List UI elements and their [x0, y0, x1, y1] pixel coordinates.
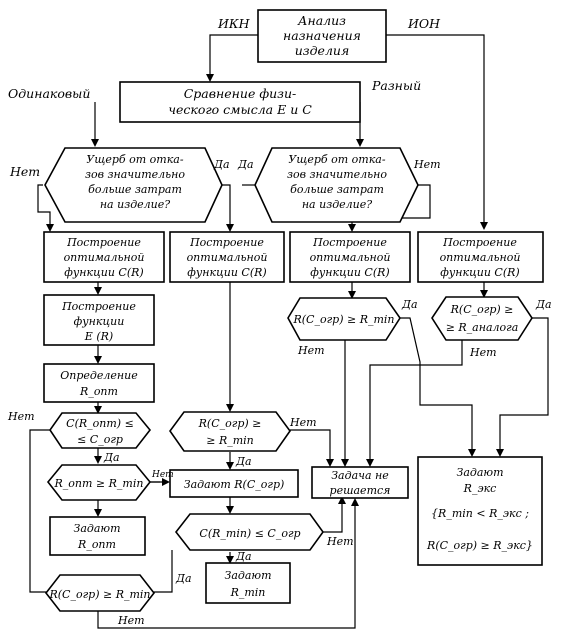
node-text: функции C(R): [440, 266, 519, 279]
label-yes: Да: [237, 158, 254, 171]
node-text: R(C_огр) ≥ R_min: [292, 313, 394, 326]
node-text: Определение: [60, 369, 138, 382]
node-text: изделия: [295, 43, 349, 58]
connectors: [29, 34, 549, 629]
node-text: Построение: [442, 236, 517, 249]
node-text: на изделие?: [100, 198, 170, 211]
label-no: Нет: [326, 535, 354, 548]
node-text: на изделие?: [302, 198, 372, 211]
label-different: Разный: [371, 78, 421, 93]
node-text: оптимальной: [310, 251, 391, 264]
node-build-c2: Построение оптимальной функции C(R): [169, 231, 285, 283]
node-text: R(C_огр) ≥ R_min: [48, 588, 150, 601]
node-text: функции C(R): [64, 266, 143, 279]
node-text: R(C_огр) ≥: [198, 417, 262, 430]
node-text: Построение: [189, 236, 264, 249]
node-text: ≥ R_аналога: [446, 321, 519, 334]
node-text: ческого смысла E и C: [168, 102, 312, 117]
label-same: Одинаковый: [8, 86, 90, 101]
label-no: Нет: [413, 158, 441, 171]
node-set-rcogr: Задают R(C_огр): [169, 469, 299, 498]
node-damage-right: Ущерб от отка- зов значительно больше за…: [254, 147, 419, 223]
node-text: E (R): [84, 330, 113, 343]
node-text: R_опт ≥ R_min: [54, 477, 144, 490]
node-cond-r4: R(C_огр) ≥ ≥ R_аналога: [431, 296, 533, 341]
node-text: зов значительно: [85, 168, 185, 181]
node-text: {R_min < R_экс ;: [431, 507, 529, 520]
node-build-e: Построение функции E (R): [43, 294, 155, 346]
node-text: ≥ R_min: [206, 434, 254, 447]
label-no: Нет: [297, 344, 325, 357]
label-yes: Да: [103, 451, 120, 464]
node-text: Задача не: [331, 469, 389, 482]
node-text: Задают R(C_огр): [184, 478, 285, 491]
node-text: Задают: [224, 569, 271, 582]
node-text: оптимальной: [187, 251, 268, 264]
node-text: функции C(R): [187, 266, 266, 279]
label-yes: Да: [175, 572, 192, 585]
node-text: Ущерб от отка-: [86, 153, 183, 166]
node-damage-left: Ущерб от отка- зов значительно больше за…: [44, 147, 223, 223]
node-set-rexp: Задают R_экс {R_min < R_экс ; R(C_огр) ≥…: [417, 456, 543, 566]
node-text: R_опт: [79, 385, 118, 398]
label-no: Нет: [117, 614, 145, 627]
node-cond-rcogr-mid: R(C_огр) ≥ ≥ R_min: [169, 411, 291, 452]
label-yes: Да: [401, 298, 418, 311]
label-ion: ИОН: [407, 16, 441, 31]
node-text: функции C(R): [310, 266, 389, 279]
node-cond-ropt-rmin: R_опт ≥ R_min: [46, 464, 152, 501]
node-unsolvable: Задача не решается: [311, 466, 409, 499]
node-analysis: Анализ назначения изделия: [257, 9, 387, 63]
node-cond-rcogr-left: R(C_огр) ≥ R_min: [44, 574, 156, 612]
label-no: Нет: [289, 416, 317, 429]
node-text: Построение: [66, 236, 141, 249]
label-no: Нет: [7, 410, 35, 423]
node-cond-crmin: C(R_min) ≤ C_огр: [174, 513, 324, 551]
node-build-c4: Построение оптимальной функции C(R): [417, 231, 544, 283]
node-text: оптимальной: [440, 251, 521, 264]
node-text: Сравнение физи-: [184, 86, 297, 101]
node-text: R_min: [230, 586, 266, 599]
node-text: Задают: [456, 466, 503, 479]
node-text: Ущерб от отка-: [288, 153, 385, 166]
node-text: R_опт: [77, 538, 116, 551]
node-build-c3: Построение оптимальной функции C(R): [289, 231, 411, 283]
node-text: функции: [74, 315, 125, 328]
node-text: R(C_огр) ≥: [450, 303, 514, 316]
label-no: Нет: [151, 470, 174, 480]
label-yes: Да: [235, 455, 252, 468]
node-text: решается: [330, 484, 391, 497]
node-set-ropt: Задают R_опт: [49, 516, 146, 556]
node-text: Построение: [312, 236, 387, 249]
node-build-c1: Построение оптимальной функции C(R): [43, 231, 165, 283]
node-text: R_экс: [463, 482, 497, 495]
node-text: ≤ C_огр: [77, 433, 123, 446]
label-no: Нет: [469, 346, 497, 359]
node-define-ropt: Определение R_опт: [43, 363, 155, 403]
node-compare: Сравнение физи- ческого смысла E и C: [119, 81, 361, 123]
node-cond-r3: R(C_огр) ≥ R_min: [287, 297, 401, 341]
node-text: C(R_опт) ≤: [66, 417, 134, 430]
node-text: C(R_min) ≤ C_огр: [199, 527, 300, 540]
node-text: больше затрат: [290, 183, 384, 196]
label-ikn: ИКН: [217, 16, 251, 31]
label-no: Нет: [9, 164, 40, 179]
label-yes: Да: [535, 298, 552, 311]
node-text: Анализ: [297, 13, 346, 28]
node-text: Задают: [73, 522, 120, 535]
label-yes: Да: [235, 550, 252, 563]
node-text: зов значительно: [287, 168, 387, 181]
node-text: Построение: [61, 300, 136, 313]
label-yes: Да: [213, 158, 230, 171]
node-text: назначения: [283, 28, 361, 43]
node-text: R(C_огр) ≥ R_экс}: [426, 539, 533, 552]
node-cond-c-ropt: C(R_опт) ≤ ≤ C_огр: [49, 412, 152, 449]
node-text: больше затрат: [88, 183, 182, 196]
node-set-rmin: Задают R_min: [205, 562, 291, 604]
node-text: оптимальной: [64, 251, 145, 264]
